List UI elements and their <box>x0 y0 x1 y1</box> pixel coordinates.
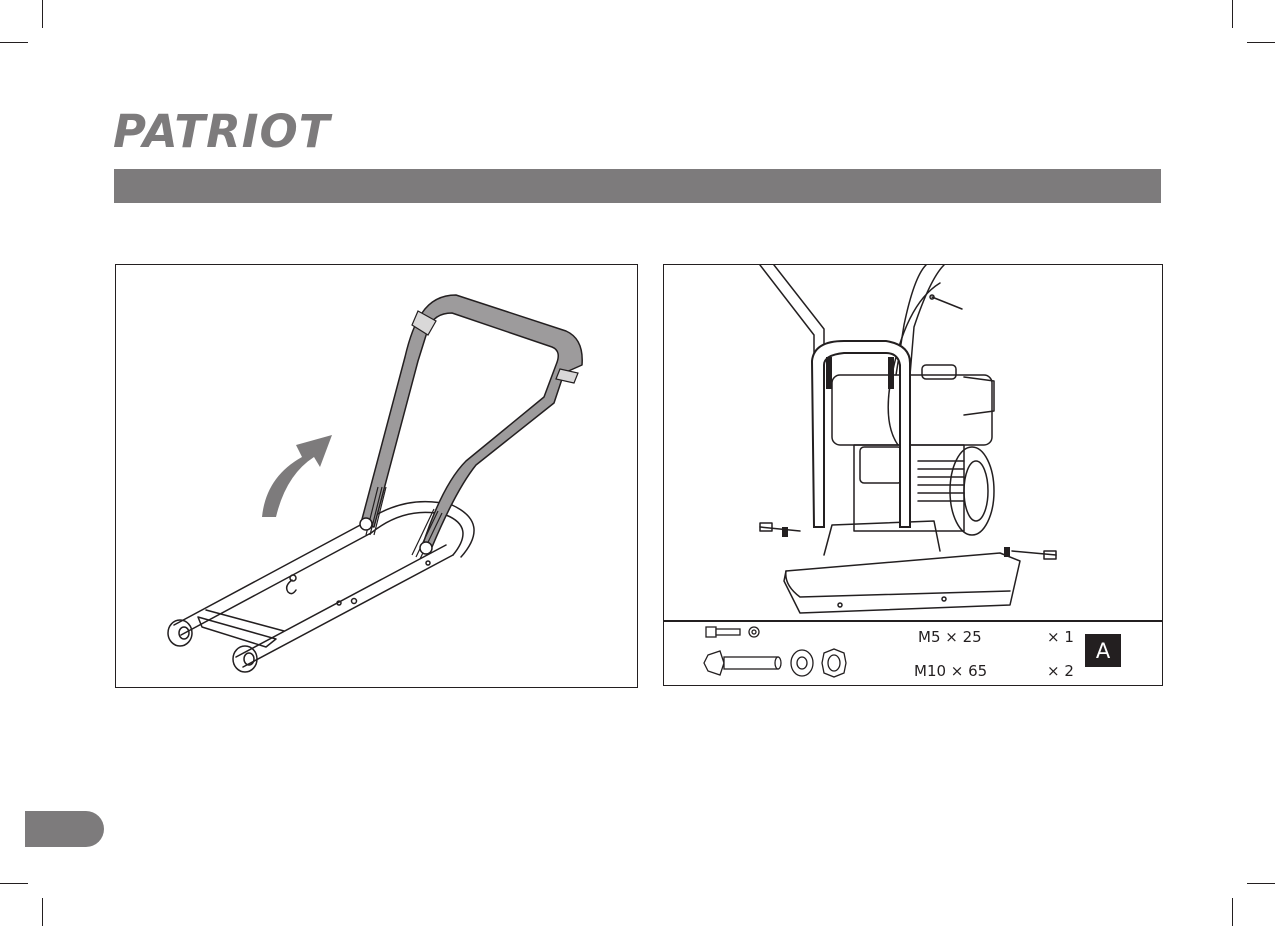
washer-m10-icon <box>791 650 813 676</box>
crop-mark <box>1232 898 1233 926</box>
parts-icons <box>664 621 884 687</box>
crop-mark <box>1232 0 1233 28</box>
handle-frame-drawing <box>116 265 639 689</box>
figure-handle-mounting: M5 × 25 × 1 M10 × 65 × 2 A <box>663 264 1163 686</box>
crop-mark <box>42 0 43 28</box>
crop-mark <box>0 42 28 43</box>
part-qty-label: × 1 <box>1047 628 1074 646</box>
patriot-logo: PATRIOT <box>113 104 365 154</box>
crop-mark <box>1247 42 1275 43</box>
part-qty-label: × 2 <box>1047 662 1074 680</box>
crop-mark <box>0 883 28 884</box>
nut-m10-icon <box>822 649 846 677</box>
bolt-m10-icon <box>704 651 781 675</box>
compactor-drawing <box>664 265 1164 621</box>
figure-handle-unfold <box>115 264 638 688</box>
page-number-tab <box>25 811 104 847</box>
crop-mark <box>42 898 43 926</box>
crop-mark <box>1247 883 1275 884</box>
part-size-label: M10 × 65 <box>914 662 987 680</box>
washer-m5-icon <box>749 627 759 637</box>
rotate-arrow-icon <box>262 435 332 517</box>
section-header-bar <box>114 169 1161 203</box>
part-size-label: M5 × 25 <box>918 628 982 646</box>
logo-text: PATRIOT <box>113 105 333 154</box>
kit-label-badge: A <box>1085 634 1121 667</box>
bolt-m5-icon <box>706 627 740 637</box>
